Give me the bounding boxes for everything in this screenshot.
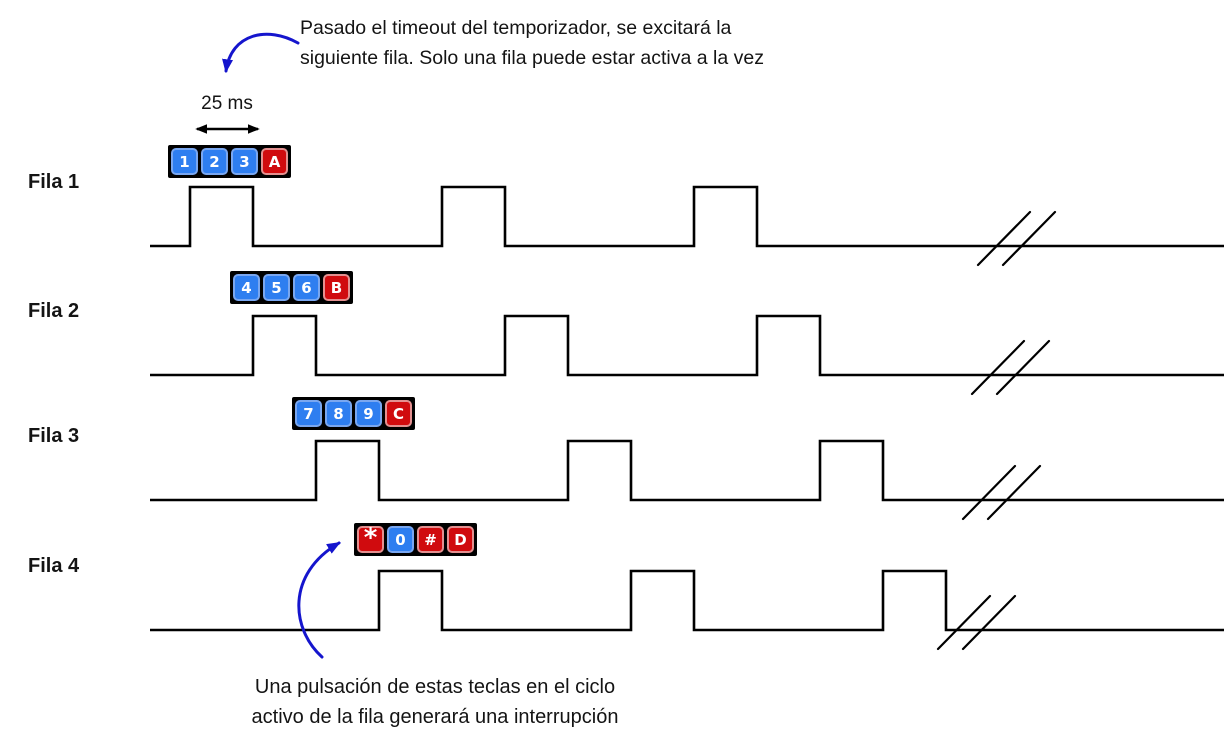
key-4: 4 <box>233 274 260 301</box>
key-C: C <box>385 400 412 427</box>
bottom-annotation-arrow-icon <box>297 541 341 659</box>
key-B: B <box>323 274 350 301</box>
top-annotation-line2: siguiente fila. Solo una fila puede esta… <box>300 46 764 69</box>
row-label-fila-3: Fila 3 <box>28 425 80 447</box>
key-1: 1 <box>171 148 198 175</box>
key-#: # <box>417 526 444 553</box>
axis-break-slash-icon <box>936 594 992 651</box>
key-2: 2 <box>201 148 228 175</box>
axis-break-slash-icon <box>961 594 1017 651</box>
key-0: 0 <box>387 526 414 553</box>
keypad-row-4: *0#D <box>354 523 477 556</box>
bottom-annotation-line1: Una pulsación de estas teclas en el cicl… <box>254 676 616 698</box>
waveform-row-4 <box>150 569 1224 632</box>
key-9: 9 <box>355 400 382 427</box>
waveform-row-1 <box>150 185 1224 248</box>
waveform-row-3 <box>150 439 1224 502</box>
key-5: 5 <box>263 274 290 301</box>
row-label-fila-1: Fila 1 <box>28 171 80 193</box>
key-D: D <box>447 526 474 553</box>
axis-break-slash-icon <box>970 339 1026 396</box>
key-6: 6 <box>293 274 320 301</box>
key-3: 3 <box>231 148 258 175</box>
key-7: 7 <box>295 400 322 427</box>
waveform-row-2 <box>150 314 1224 377</box>
axis-break-slash-icon <box>995 339 1051 396</box>
row-label-fila-2: Fila 2 <box>28 300 80 322</box>
axis-break-slash-icon <box>986 464 1042 521</box>
axis-break-slash-icon <box>976 210 1032 267</box>
key-8: 8 <box>325 400 352 427</box>
key-*: * <box>357 525 384 553</box>
key-A: A <box>261 148 288 175</box>
top-annotation: Pasado el timeout del temporizador, se e… <box>300 14 764 73</box>
top-annotation-arrow-icon <box>222 32 300 74</box>
row-label-fila-4: Fila 4 <box>28 555 80 577</box>
bottom-annotation-line2: activo de la fila generará una interrupc… <box>251 706 619 728</box>
bottom-annotation: Una pulsación de estas teclas en el cicl… <box>170 672 700 732</box>
axis-break-slash-icon <box>1001 210 1057 267</box>
axis-break-slash-icon <box>961 464 1017 521</box>
top-annotation-line1: Pasado el timeout del temporizador, se e… <box>300 17 732 39</box>
pulse-width-label: 25 ms <box>201 93 253 114</box>
